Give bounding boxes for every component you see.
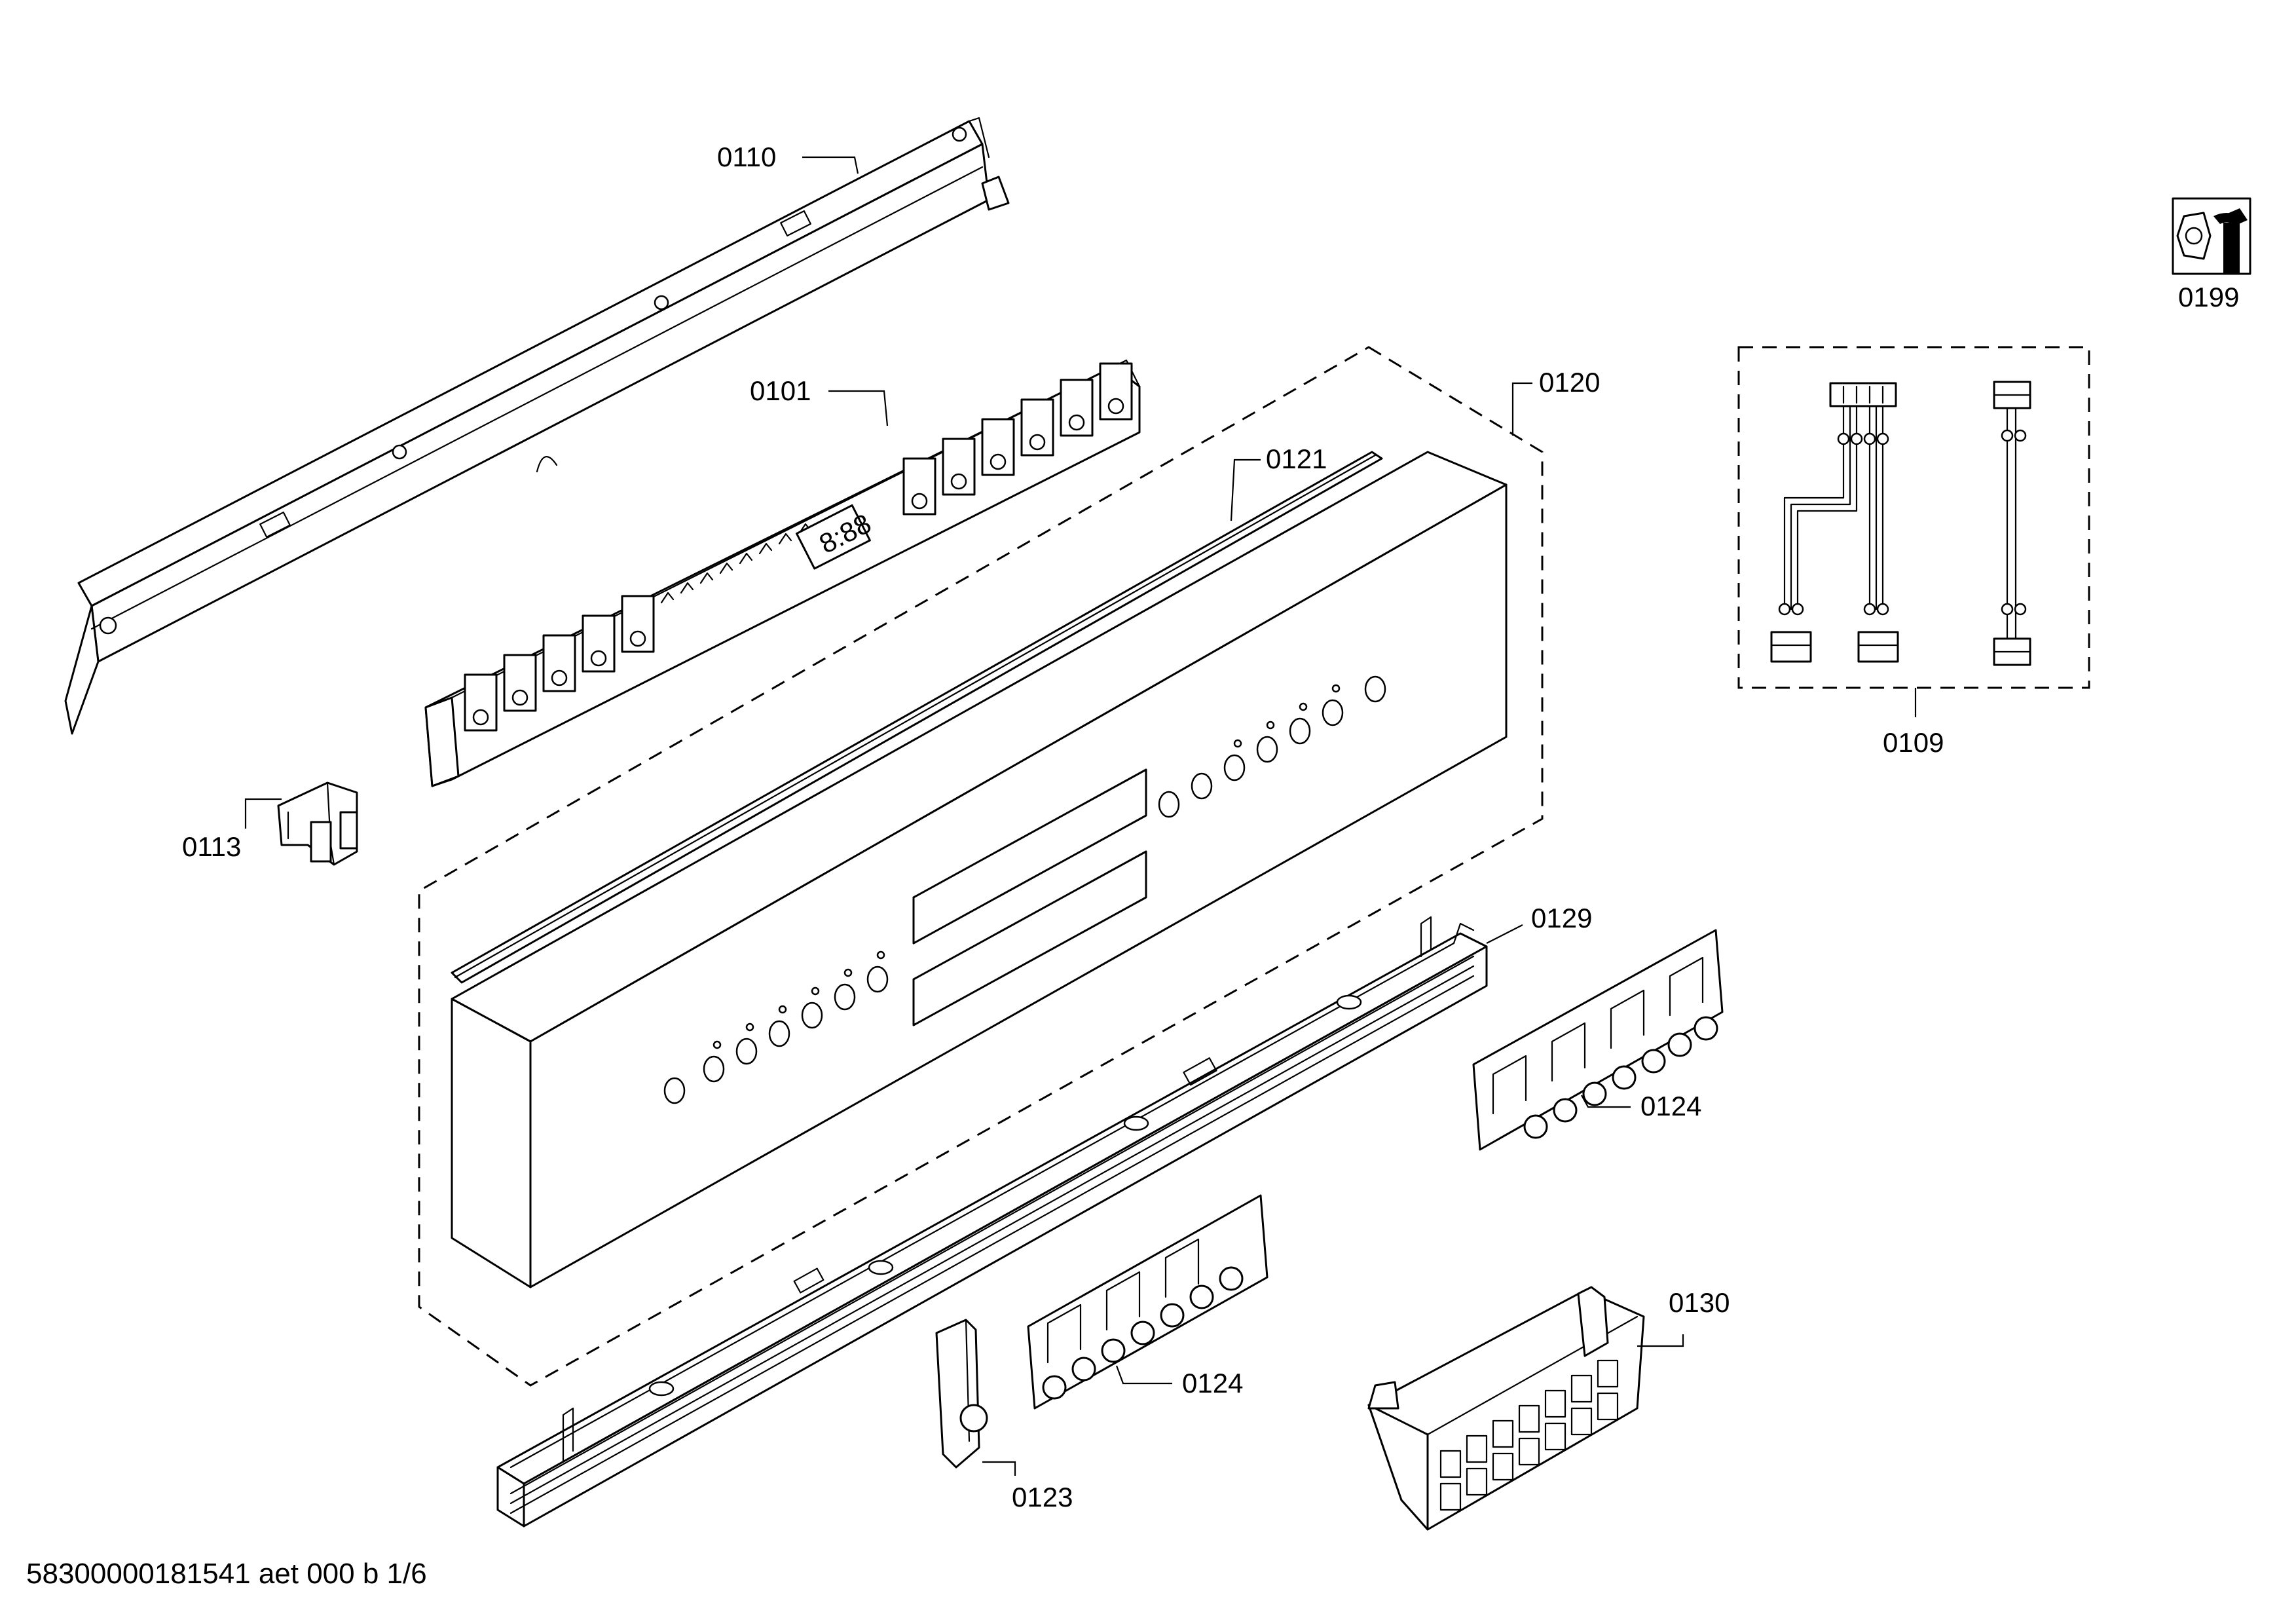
harness-boundary [1737,346,2090,689]
callout-0120: 0120 [1539,367,1600,398]
part-0109-cable-harness [1737,346,2090,689]
button-holes-right [1158,675,1386,818]
document-footer: 58300000181541 aet 000 b 1/6 [26,1558,427,1590]
leader-lines [244,156,1917,1476]
connector-cells [1439,1359,1619,1511]
callout-0113: 0113 [182,831,241,862]
assembly-boundary-0120 [418,346,1544,1387]
part-0130-connector-housing [1367,1286,1645,1531]
part-0129-button-carrier [496,916,1488,1528]
callout-0123: 0123 [1012,1482,1073,1512]
display-window-upper [912,768,1147,945]
callout-labels: 0110 0101 0120 0121 0113 0129 0124 0124 … [182,141,2239,1512]
callout-0130: 0130 [1669,1287,1730,1318]
callout-0124-right: 0124 [1640,1091,1701,1121]
callout-0121: 0121 [1266,443,1327,474]
part-0124-button-row-right [1472,929,1724,1151]
callout-0109: 0109 [1883,727,1944,758]
part-0124-button-row-left [1027,1194,1268,1410]
terminal-blocks-left [464,595,655,732]
button-holes-left [663,950,889,1104]
fascia-panel [451,451,1508,1288]
callout-0110: 0110 [717,141,776,172]
segment-display [796,504,871,570]
part-0123-button [935,1319,988,1469]
callout-0129: 0129 [1531,903,1592,933]
part-0101-electronics-module: 8:88 [424,359,1141,787]
display-window-lower [912,850,1147,1026]
part-0110-rail [64,117,1010,735]
terminal-blocks-right [902,362,1133,516]
callout-0199: 0199 [2178,282,2239,312]
nut-and-wrench-icon [2172,197,2251,275]
part-0113-clip [277,781,358,866]
callout-0124-left: 0124 [1182,1368,1243,1398]
callout-0101: 0101 [750,375,811,406]
part-0121-trim-strip [451,451,1383,984]
